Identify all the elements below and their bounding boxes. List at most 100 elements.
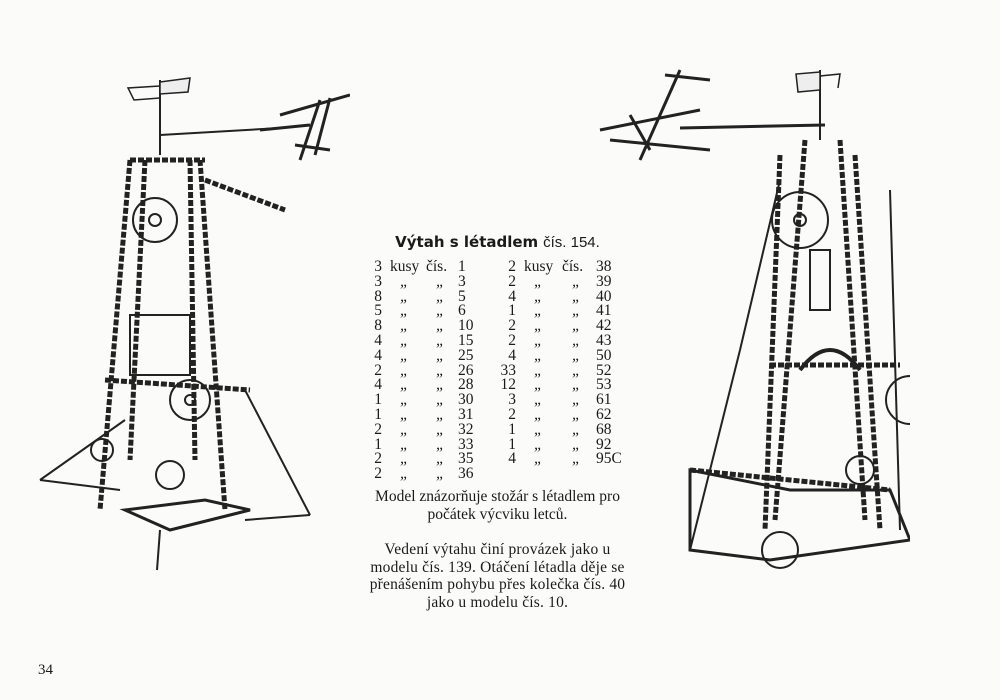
- parts-row: 1„„31: [370, 405, 482, 423]
- parts-row: 4„„50: [500, 346, 640, 364]
- tower-frame: [689, 139, 900, 531]
- part-label: „: [436, 420, 445, 438]
- parts-row: 1 „ „ 33: [370, 435, 482, 453]
- part-quantity: 1: [374, 405, 382, 423]
- part-label: „: [572, 376, 581, 394]
- part-number: 33: [458, 435, 474, 453]
- part-unit: „: [400, 317, 409, 335]
- parts-row: 8„„5: [370, 287, 482, 305]
- part-unit: „: [400, 302, 409, 320]
- flag-icon: [795, 70, 841, 140]
- part-number: 30: [458, 391, 474, 409]
- part-number: 32: [458, 420, 474, 438]
- part-unit: „: [534, 272, 543, 290]
- part-number: 52: [596, 361, 612, 379]
- parts-row: 2„„26: [370, 362, 482, 379]
- part-label: „: [572, 302, 581, 320]
- part-quantity: 2: [508, 272, 516, 290]
- airplane-drawing: [259, 93, 350, 161]
- parts-row: 4„„15: [370, 331, 482, 349]
- part-number: 35: [458, 450, 474, 468]
- part-number: 43: [596, 331, 612, 349]
- part-quantity: 5: [374, 302, 382, 320]
- part-number: 31: [458, 405, 474, 423]
- part-number: 3: [458, 272, 466, 290]
- part-quantity: 2: [508, 331, 516, 349]
- part-unit: kusy: [524, 258, 554, 275]
- part-unit: „: [534, 435, 543, 453]
- part-label: „: [436, 376, 445, 394]
- flag-icon: [126, 77, 191, 155]
- part-quantity: 12: [500, 376, 517, 394]
- right-model-illustration: [599, 69, 910, 569]
- part-label: „: [436, 465, 445, 483]
- part-quantity: 3: [374, 272, 382, 290]
- part-unit: „: [534, 361, 543, 379]
- part-unit: „: [534, 420, 543, 438]
- part-label: „: [436, 435, 445, 453]
- part-quantity: 4: [508, 287, 516, 305]
- model-name: Výtah s létadlem: [395, 233, 539, 251]
- part-quantity: 2: [508, 405, 516, 423]
- part-unit: „: [534, 317, 543, 335]
- part-quantity: 4: [374, 331, 382, 349]
- part-label: „: [572, 346, 581, 364]
- tower-frame: [97, 157, 286, 511]
- part-unit: „: [400, 376, 409, 394]
- part-number: 95C: [596, 450, 622, 468]
- part-number: 10: [458, 317, 474, 335]
- part-label: „: [572, 405, 581, 423]
- part-label: „: [572, 331, 581, 349]
- part-quantity: 4: [508, 346, 516, 364]
- parts-row: 2„„62: [500, 405, 640, 423]
- part-unit: „: [534, 287, 543, 305]
- part-label: „: [436, 317, 445, 335]
- parts-row: 1„„68: [500, 420, 640, 438]
- part-unit: „: [400, 450, 409, 468]
- parts-row: 2 „ „ 43: [500, 331, 640, 349]
- parts-row: 2„„42: [500, 317, 640, 335]
- part-label: „: [436, 302, 445, 320]
- part-quantity: 2: [374, 450, 382, 468]
- model-title: Výtah s létadlem čís. 154.: [330, 233, 665, 251]
- parts-row: 2„„39: [500, 272, 640, 290]
- part-label: „: [436, 287, 445, 305]
- parts-row: 1„„41: [500, 302, 640, 320]
- parts-row: 4„„28: [370, 376, 482, 394]
- part-quantity: 1: [374, 435, 382, 453]
- part-unit: „: [534, 331, 543, 349]
- part-label: „: [572, 391, 581, 409]
- part-label: „: [572, 450, 581, 468]
- part-number: 39: [596, 272, 612, 290]
- part-label: „: [436, 272, 445, 290]
- part-unit: „: [400, 272, 409, 290]
- description-paragraph-2: Vedení výtahu činí provázek jako u model…: [369, 541, 626, 611]
- part-number: 41: [596, 302, 612, 320]
- part-label: „: [436, 391, 445, 409]
- part-number: 50: [596, 346, 612, 364]
- part-quantity: 1: [508, 435, 516, 453]
- part-unit: „: [400, 287, 409, 305]
- parts-row: 2„„32: [370, 420, 482, 438]
- parts-row: 1„„92: [500, 435, 640, 453]
- part-unit: „: [400, 435, 409, 453]
- part-number: 25: [458, 346, 474, 364]
- part-label: čís.: [562, 258, 584, 275]
- parts-row: 1„„30: [370, 391, 482, 409]
- part-label: „: [436, 450, 445, 468]
- part-unit: „: [400, 331, 409, 349]
- part-number: 36: [458, 465, 474, 483]
- part-number: 53: [596, 376, 612, 394]
- part-quantity: 1: [508, 420, 516, 438]
- part-number: 92: [596, 435, 612, 453]
- part-label: „: [572, 420, 581, 438]
- part-number: 61: [596, 391, 612, 409]
- parts-row: 4„„40: [500, 287, 640, 305]
- part-number: 1: [458, 258, 466, 275]
- airplane-drawing: [599, 69, 711, 161]
- part-quantity: 33: [500, 361, 517, 379]
- parts-row: 2„„36: [370, 465, 482, 483]
- part-unit: „: [534, 302, 543, 320]
